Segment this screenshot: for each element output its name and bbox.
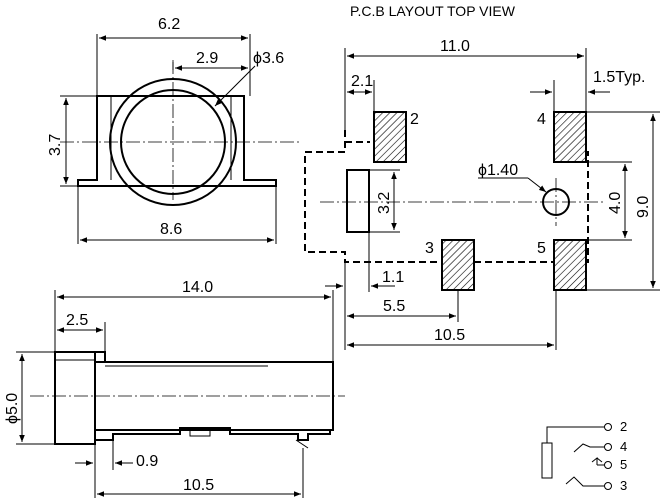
dim-overall-width-11-0: 11.0 xyxy=(440,38,470,55)
schematic: 2 4 5 3 xyxy=(541,419,627,493)
schematic-pin-3: 3 xyxy=(620,478,627,493)
dim-pin-span-10-5: 10.5 xyxy=(183,477,214,494)
pad-3 xyxy=(441,239,475,291)
pad-label-2: 2 xyxy=(410,111,419,128)
dim-standoff-0-9: 0.9 xyxy=(136,453,158,470)
dim-pad-width-1-5: 1.5Typ. xyxy=(593,69,645,86)
pad-label-4: 4 xyxy=(537,111,546,128)
schematic-pin-4: 4 xyxy=(620,439,627,454)
schematic-plug xyxy=(541,442,553,479)
pad-5 xyxy=(553,239,587,291)
top-view-body xyxy=(77,95,277,187)
pcb-outline xyxy=(304,130,589,263)
side-view: 14.0 2.5 ϕ5.0 0.9 10.5 xyxy=(4,279,345,498)
dim-length-8-6: 8.6 xyxy=(160,221,182,238)
dim-pitch-4-0: 4.0 xyxy=(607,192,624,214)
schematic-pin-2: 2 xyxy=(620,419,627,434)
pad-2 xyxy=(373,111,407,163)
side-flange xyxy=(54,351,96,445)
dim-flange-2-5: 2.5 xyxy=(66,312,88,329)
dim-height-3-7: 3.7 xyxy=(47,134,64,156)
dim-overall-height-9-0: 9.0 xyxy=(635,196,652,218)
pcb-layout: 2 4 3 5 11.0 2.1 1.5Typ. ϕ1.40 3.2 4.0 xyxy=(304,38,660,350)
pcb-slot xyxy=(346,169,370,233)
dim-small-1-1: 1.1 xyxy=(382,269,404,286)
dim-hole-diameter: ϕ1.40 xyxy=(478,162,518,179)
dim-side-diameter-5-0: ϕ5.0 xyxy=(4,393,21,424)
pad-4 xyxy=(553,111,587,163)
dim-slot-3-2: 3.2 xyxy=(376,192,393,214)
dim-offset-2-9: 2.9 xyxy=(196,50,218,67)
dim-side-length-14-0: 14.0 xyxy=(182,279,213,296)
top-view: 6.2 2.9 ϕ3.6 3.7 8.6 xyxy=(47,16,300,244)
schematic-pin-5: 5 xyxy=(620,457,627,472)
dim-width-6-2: 6.2 xyxy=(158,16,180,33)
pad-label-5: 5 xyxy=(537,240,546,257)
dim-bottom-10-5: 10.5 xyxy=(434,327,465,344)
dim-mid-5-5: 5.5 xyxy=(383,298,405,315)
layout-title: P.C.B LAYOUT TOP VIEW xyxy=(350,3,516,19)
dim-left-offset-2-1: 2.1 xyxy=(351,73,373,90)
pad-label-3: 3 xyxy=(425,240,434,257)
dim-diameter-3-6: ϕ3.6 xyxy=(253,50,284,67)
